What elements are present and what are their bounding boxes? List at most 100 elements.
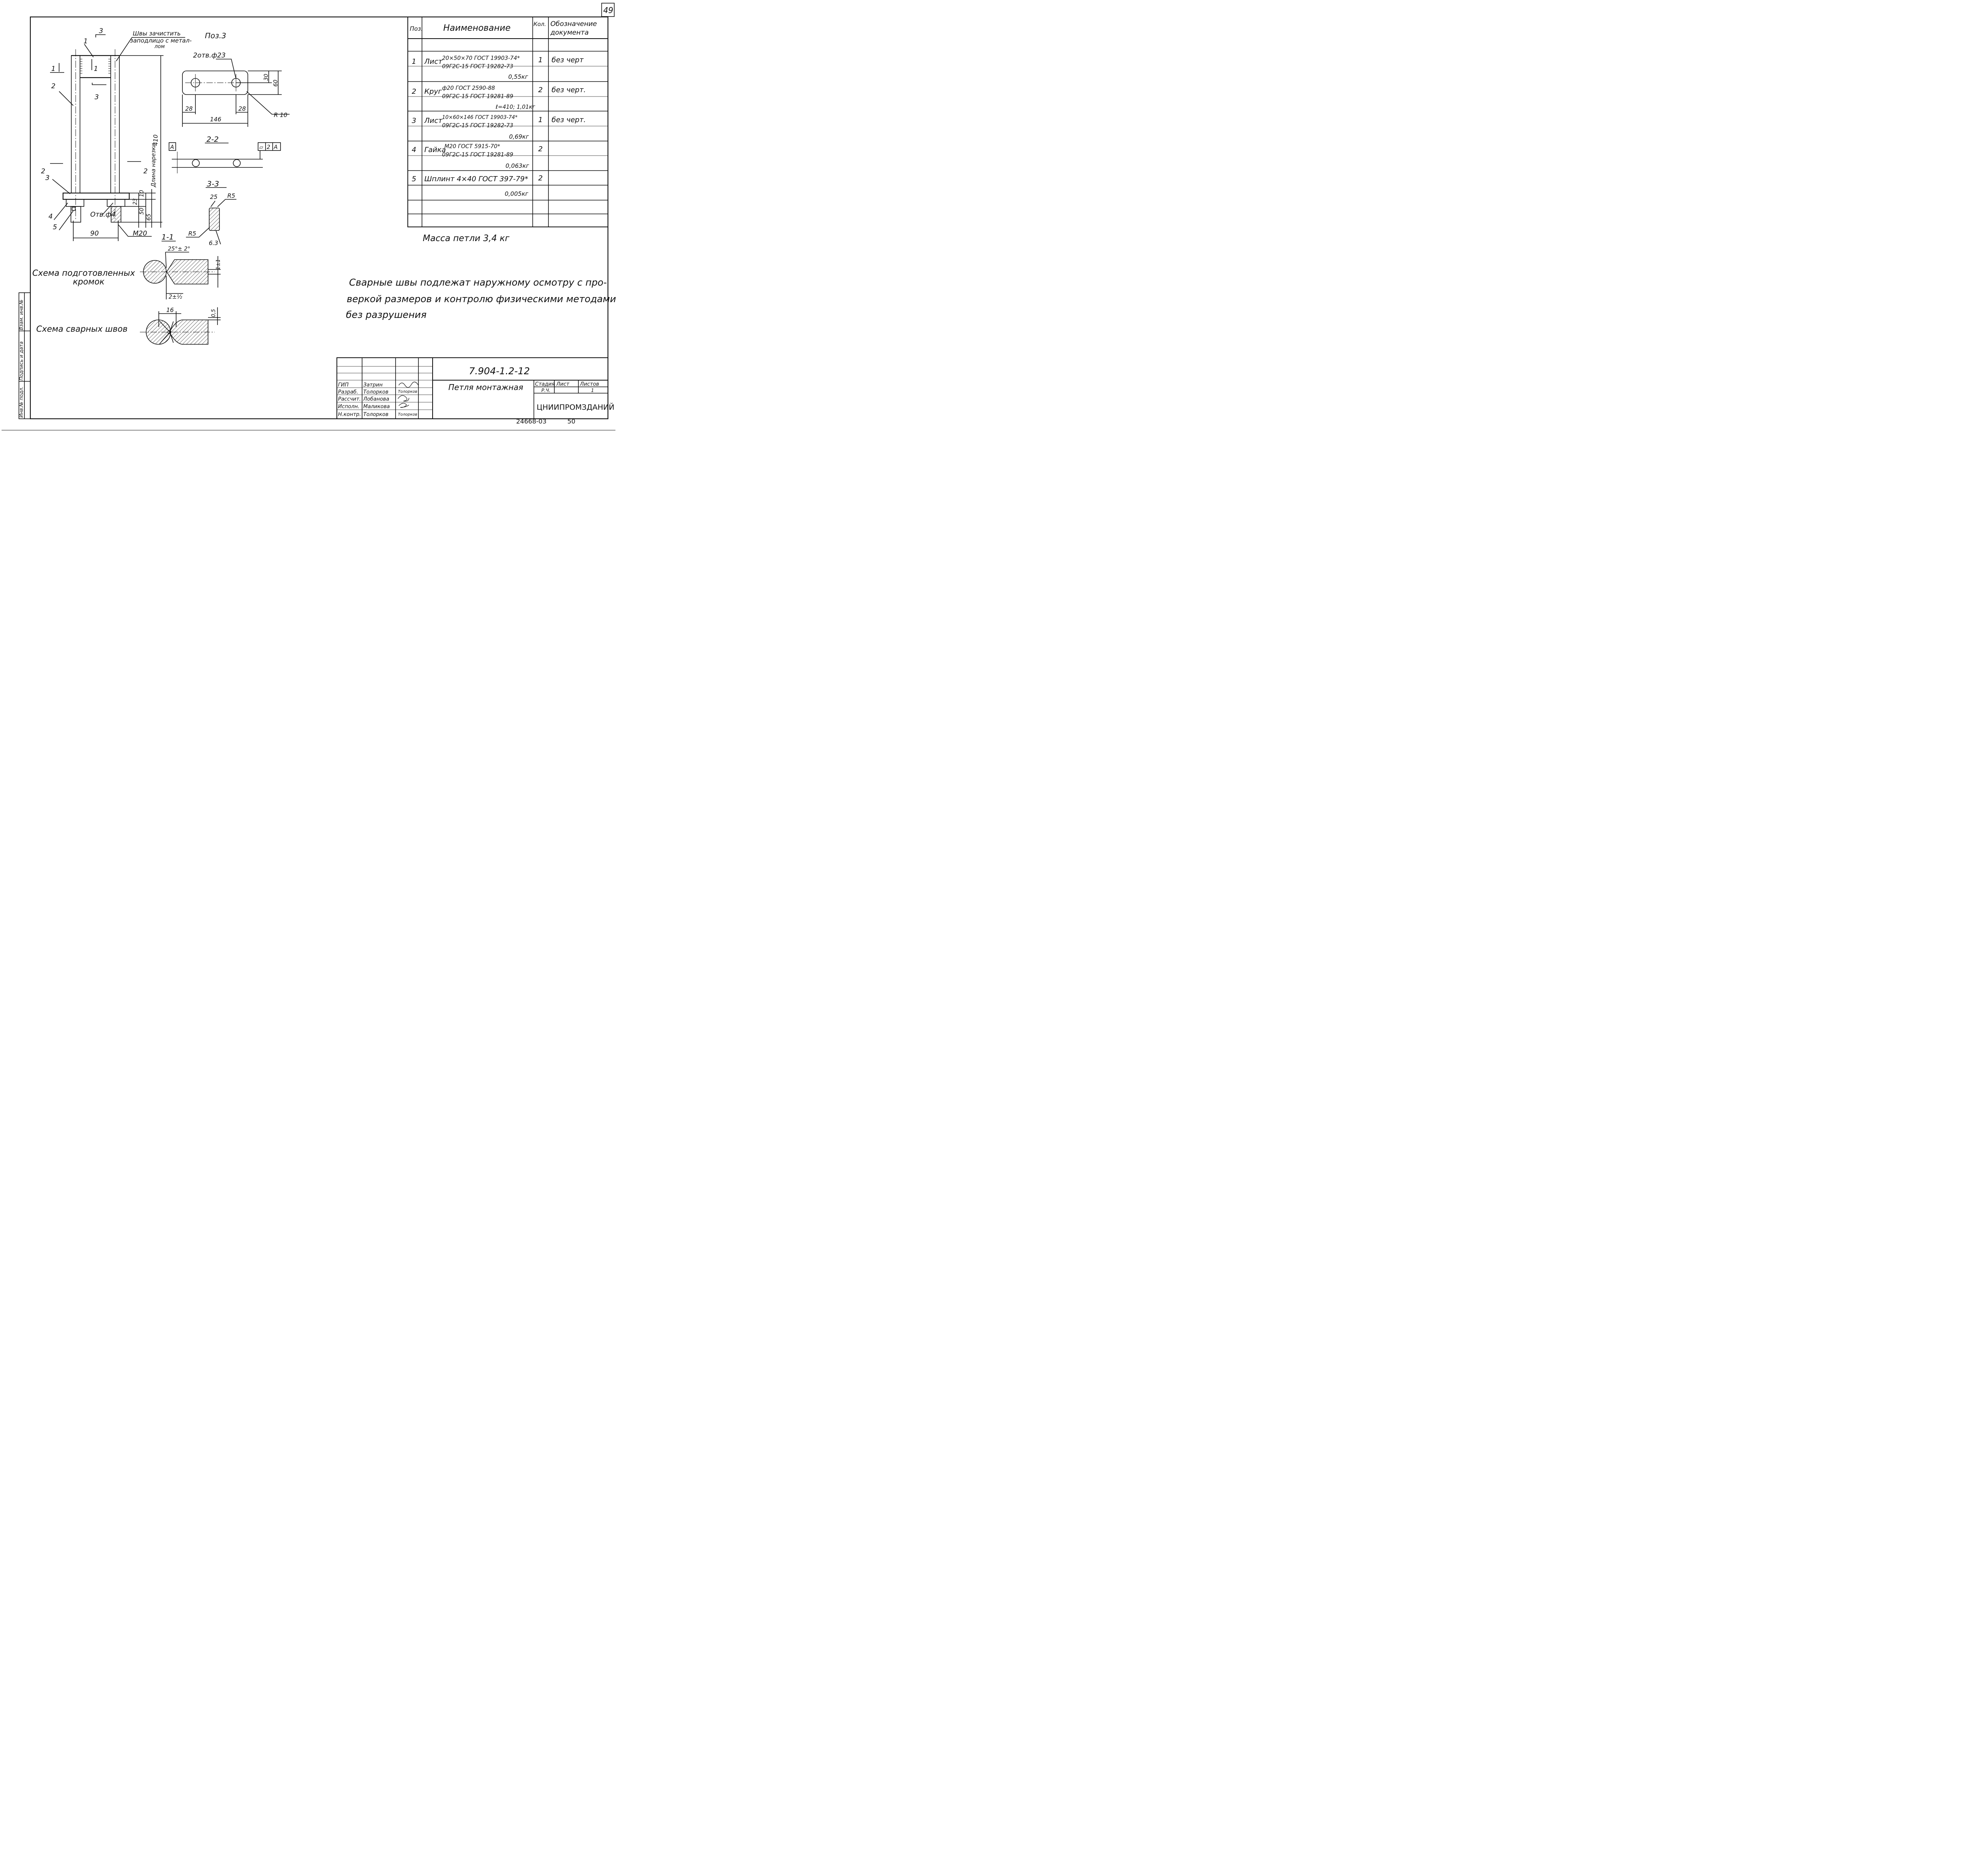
row1-mass: 0,55кг [508, 73, 528, 80]
gap-1pm1: 1±1 [216, 259, 221, 270]
datum-a: A [170, 144, 174, 150]
dim-05: 0,5 [211, 309, 217, 317]
stamp-sign: Подпись и дата [19, 342, 24, 381]
name-gip: Затрин [363, 382, 383, 388]
main-view-labels: 3 1 1 1 2 3 2 3 2 4 5 90 M20 Отв.ф4 410 … [41, 27, 192, 238]
section-1-1 [140, 241, 221, 299]
dim-60: 60 [273, 80, 279, 87]
spec-row-2: 2 Круг ф20 ГОСТ 2590-88 09Г2С-15 ГОСТ 19… [412, 85, 586, 110]
row2-pos: 2 [412, 87, 416, 96]
hole-d4: Отв.ф4 [90, 211, 115, 219]
weld-note-1: Швы зачистить [133, 30, 181, 37]
header-doc-2: документа [550, 29, 589, 37]
row4-pos: 4 [412, 146, 416, 154]
tolerance-value: 2 [267, 144, 270, 150]
role-gip: ГИП [338, 382, 349, 388]
footer-page: 50 [567, 418, 575, 425]
drawing-sheet: 49 Инв.№ подл. Подпись и дата Взам. инв.… [2, 3, 616, 431]
sheet-header: Лист [556, 381, 569, 387]
row3-name: Лист [424, 117, 442, 125]
gap-2pm: 2±½ [169, 294, 182, 300]
header-name: Наименование [443, 23, 511, 33]
stage-header: Стадия [535, 381, 555, 387]
dim-r5-top: R5 [227, 192, 235, 199]
thread-length: Длина нарезки [151, 143, 157, 188]
section-2-2-title: 2-2 [206, 135, 219, 144]
header-doc-1: Обозначение [550, 20, 597, 28]
row3-pos: 3 [412, 117, 416, 125]
row2-name: Круг [424, 87, 442, 96]
header-pos: Поз. [410, 25, 423, 32]
role-razrab: Разраб. [338, 389, 358, 395]
row2-qty: 2 [538, 86, 543, 94]
label-2-right: 2 [143, 167, 148, 175]
row5-mass: 0,005кг [505, 190, 528, 197]
row1-num: 20×50×70 ГОСТ 19903-74* [442, 55, 520, 61]
row3-qty: 1 [538, 116, 543, 124]
row3-den: 09Г2С-15 ГОСТ 19282-73 [442, 123, 513, 129]
label-1-side: 1 [51, 65, 56, 73]
row2-doc: без черт. [552, 86, 586, 94]
signatures: ГИП Затрин Разраб. Толорков Толорков Рас… [338, 382, 417, 418]
weld-scheme [140, 307, 221, 345]
spec-row-1: 1 Лист 20×50×70 ГОСТ 19903-74* 09Г2С-15 … [412, 55, 584, 80]
label-1: 1 [84, 37, 88, 45]
roughness-63: 6.3 [209, 240, 218, 247]
label-5: 5 [53, 223, 57, 231]
row5-pos: 5 [412, 175, 416, 183]
dim-28-left: 28 [185, 105, 193, 112]
dim-25: 25 [210, 193, 217, 201]
dim-50: 50 [139, 208, 145, 215]
title-block: 7.904-1.2-12 Петля монтажная Стадия Лист… [338, 366, 614, 418]
sheets-header: Листов [580, 381, 599, 387]
prepared-edges-2: кромок [73, 277, 105, 286]
thread-m20: M20 [133, 230, 147, 238]
prepared-edges-1: Схема подготовленных [32, 268, 135, 278]
note-line-3: без разрушения [346, 309, 427, 320]
row2-mass: ℓ=410; 1,01кг [495, 104, 535, 110]
dim-28-right: 28 [238, 105, 246, 112]
name-nkontr: Толорков [363, 412, 388, 418]
stamp-replace: Взам. инв.№ [19, 299, 24, 330]
label-3-bottom: 3 [95, 93, 99, 101]
spec-row-3: 3 Лист 10×60×146 ГОСТ 19903-74* 09Г2С-15… [412, 115, 586, 140]
row1-name: Лист [424, 58, 442, 66]
label-3-top: 3 [99, 27, 103, 35]
row4-den: 09Г2С-15 ГОСТ 19281-89 [442, 152, 513, 158]
signature-scribbles [398, 381, 419, 408]
item3-labels: Поз.3 2отв.ф23 30 60 28 28 146 R 10 2-2 … [162, 32, 287, 317]
row5-qty: 2 [538, 174, 543, 182]
section-2-2 [169, 142, 281, 173]
spec-row-5: 5 Шплинт 4×40 ГОСТ 397-79* 0,005кг 2 [412, 174, 543, 197]
sheets-value: 1 [591, 388, 594, 393]
dim-16: 16 [166, 306, 174, 314]
spec-row-4: 4 Гайка М20 ГОСТ 5915-70* 09Г2С-15 ГОСТ … [412, 143, 543, 169]
label-4: 4 [48, 213, 53, 221]
dim-23: 23 [132, 198, 138, 205]
side-stamp-labels: Инв.№ подл. Подпись и дата Взам. инв.№ [19, 299, 24, 418]
dim-r10: R 10 [274, 111, 287, 119]
row3-doc: без черт. [552, 116, 586, 124]
role-ispoln: Исполн. [338, 404, 359, 410]
bevel-angle: 25°± 2° [168, 246, 190, 252]
label-1-arrow: 1 [94, 65, 98, 73]
dim-146: 146 [210, 116, 221, 123]
name-razrab: Толорков [363, 389, 388, 395]
weld-note-2: заподлицо с метал- [130, 37, 192, 44]
dim-410: 410 [152, 134, 159, 146]
note-line-1: Сварные швы подлежат наружному осмотру с… [349, 277, 607, 288]
row4-num: М20 ГОСТ 5915-70* [444, 143, 500, 150]
archive-number: 24668-03 [516, 418, 546, 425]
name-ispoln: Маликова [363, 404, 390, 410]
sig-razrab: Толорков [398, 390, 417, 394]
row3-num: 10×60×146 ГОСТ 19903-74* [442, 115, 518, 121]
title-block-grid [336, 357, 608, 419]
row4-mass: 0,063кг [506, 162, 529, 169]
note-line-2: веркой размеров и контролю физическими м… [347, 293, 616, 305]
row1-den: 09Г2С-15 ГОСТ 19282-73 [442, 63, 513, 70]
row3-mass: 0,69кг [509, 133, 529, 140]
dim-10: 10 [139, 190, 145, 197]
spec-table-grid [407, 17, 608, 227]
doc-code: 7.904-1.2-12 [469, 366, 530, 377]
label-3-left: 3 [45, 174, 50, 182]
